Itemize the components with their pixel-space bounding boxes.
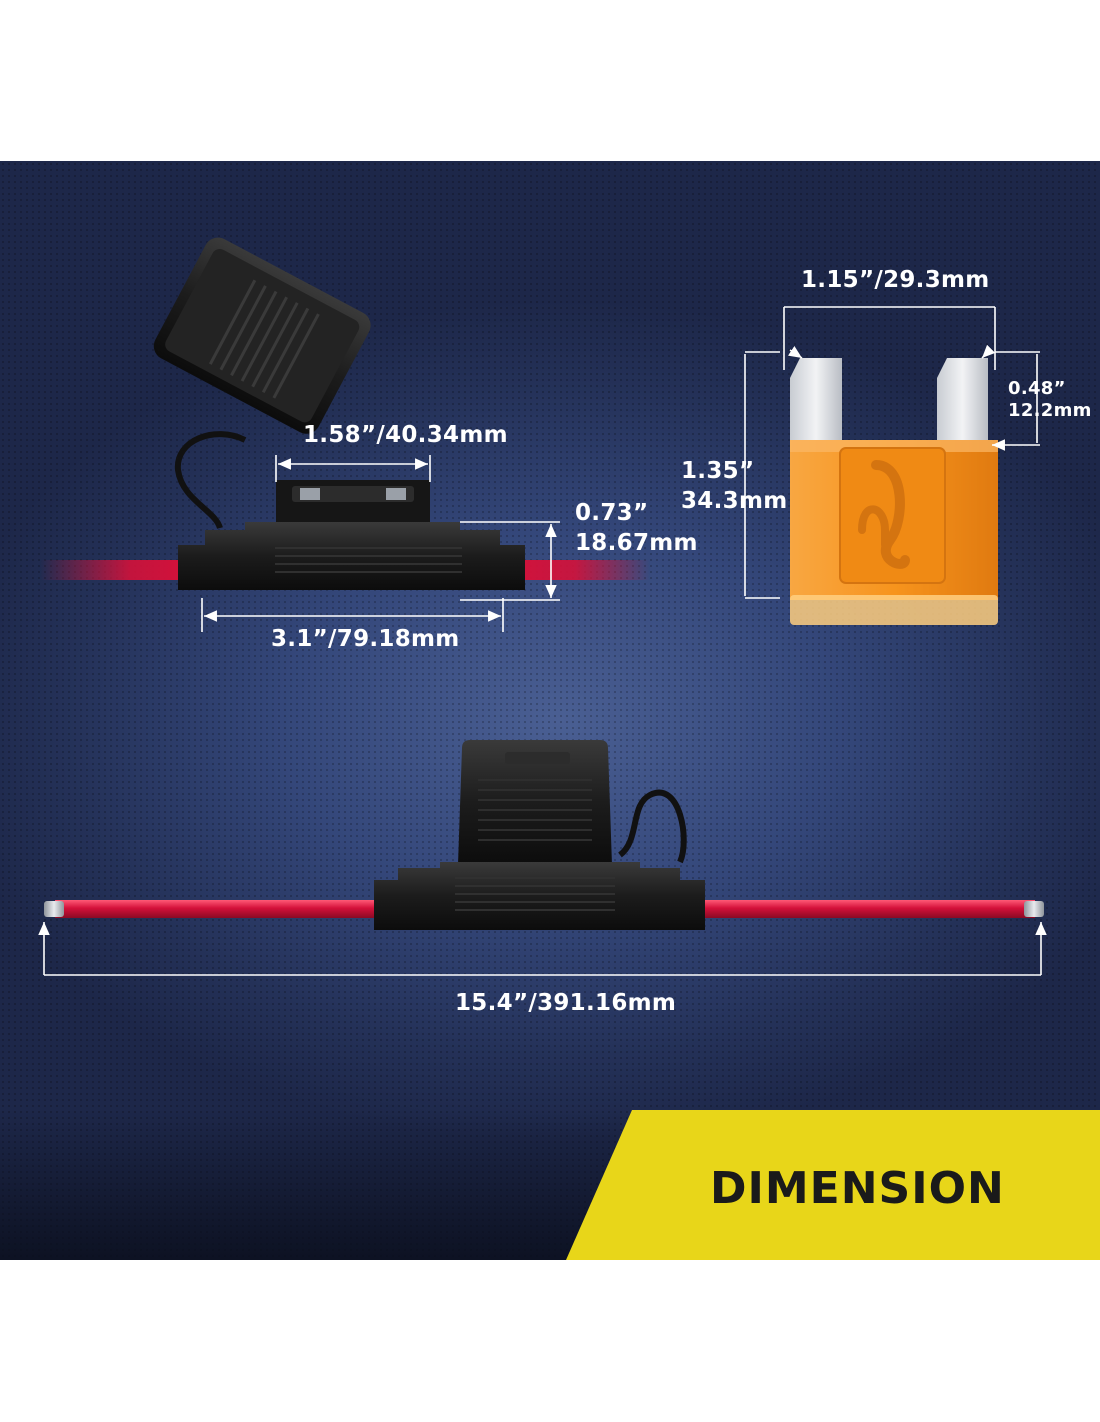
- cable-dimension-lines: [38, 922, 1047, 976]
- cap-lanyard: [617, 789, 687, 864]
- fuse-height-mm: 34.3mm: [681, 488, 788, 514]
- wire-tip-left: [44, 901, 64, 917]
- blade-height-label: 0.48” 12.2mm: [1008, 378, 1092, 422]
- fuse-logo: [871, 460, 910, 569]
- fuse-height-label: 1.35” 34.3mm: [681, 456, 787, 516]
- holder-cap: [458, 740, 612, 865]
- fuse-dimension-lines: [744, 306, 1040, 599]
- wire-tip-right: [1024, 901, 1044, 917]
- holder-lid: [153, 237, 371, 434]
- blade-height-in: 0.48”: [1008, 378, 1066, 399]
- lid-lanyard: [174, 431, 247, 530]
- holder-dimension-lines: [201, 455, 560, 632]
- dimension-banner: [566, 1110, 1100, 1260]
- holder-height-in: 0.73”: [575, 500, 649, 526]
- cable-right: [705, 900, 1035, 918]
- fuse-blade-left: [790, 358, 842, 460]
- fuse-blade-right: [937, 358, 988, 460]
- holder-height-mm: 18.67mm: [575, 530, 698, 556]
- wire-left-segment: [40, 560, 190, 580]
- fuse-holder-top-view: [40, 237, 650, 590]
- fuse-holder-with-cable: [44, 740, 1044, 930]
- cable-left: [55, 900, 380, 918]
- blade-height-mm: 12.2mm: [1008, 400, 1092, 421]
- fuse-width-label: 1.15”/29.3mm: [801, 267, 990, 293]
- maxi-fuse: [790, 358, 998, 625]
- holder-height-label: 0.73” 18.67mm: [575, 498, 698, 558]
- holder-width-label: 1.58”/40.34mm: [303, 422, 508, 448]
- holder-base: [374, 862, 705, 930]
- wire-right-segment: [500, 560, 650, 580]
- cable-length-label: 15.4”/391.16mm: [455, 990, 677, 1016]
- holder-length-label: 3.1”/79.18mm: [271, 626, 460, 652]
- banner-title: DIMENSION: [710, 1163, 1005, 1214]
- fuse-height-in: 1.35”: [681, 458, 755, 484]
